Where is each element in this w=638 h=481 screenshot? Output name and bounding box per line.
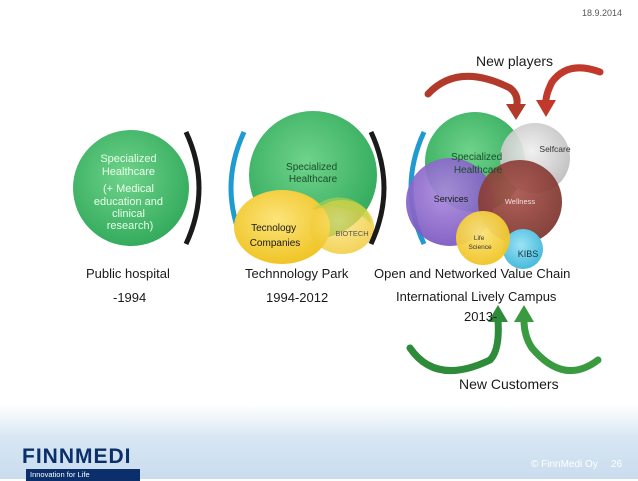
biotech-label: BIOTECH xyxy=(335,229,368,238)
bracket-right-2-dark xyxy=(368,130,387,246)
tech-line-2: Companies xyxy=(250,238,301,249)
circle-life-science xyxy=(456,211,510,265)
era3-label: Open and Networked Value Chain xyxy=(374,266,571,281)
circle1-line-5: clinical xyxy=(112,208,145,220)
slide-date: 18.9.2014 xyxy=(581,8,622,18)
life-line-2: Science xyxy=(468,244,492,251)
tech-line-1: Tecnology xyxy=(251,223,296,234)
arrow-new-players-left xyxy=(424,72,521,112)
arrow-head-new-players-right xyxy=(536,100,556,117)
circle-technology-companies xyxy=(234,190,330,264)
era3-period: 2013- xyxy=(464,309,498,324)
era1-period: -1994 xyxy=(113,290,147,305)
circle1-line-4: education and xyxy=(94,196,163,208)
era2-label: Technnology Park xyxy=(245,266,349,281)
wellness-label: Wellness xyxy=(505,197,536,206)
era2-period: 1994-2012 xyxy=(266,290,329,305)
circle-kibs xyxy=(503,229,543,269)
copyright: © FinnMedi Oy xyxy=(531,459,598,470)
circle1-line-1: Specialized xyxy=(100,153,156,165)
circle2-line-2: Healthcare xyxy=(289,174,338,185)
biotech-overlap xyxy=(312,197,371,224)
arrow-head-new-players-left xyxy=(506,104,526,120)
logo-tagline: Innovation for Life xyxy=(26,469,140,481)
bracket-right-1-dark xyxy=(183,130,202,246)
arrow-new-customers-right xyxy=(520,316,602,375)
life-science-text: Life Science xyxy=(468,235,492,251)
finnmedi-logo: FINNMEDI Innovation for Life xyxy=(22,445,140,481)
circle1-line-3: (+ Medical xyxy=(103,183,154,195)
arrow-new-customers-left xyxy=(406,316,502,375)
circle1-text: Specialized Healthcare (+ Medical educat… xyxy=(94,153,166,232)
page-number: 26 xyxy=(611,459,623,470)
era3-sub: International Lively Campus xyxy=(396,289,557,304)
arrow-head-new-customers-right xyxy=(514,305,534,322)
services-label: Services xyxy=(434,194,469,204)
circle1-line-2: Healthcare xyxy=(102,166,155,178)
circle-public-hospital xyxy=(73,130,189,246)
circle2-text: Specialized Healthcare xyxy=(286,162,340,185)
new-customers-label: New Customers xyxy=(459,376,559,392)
circle2-line-1: Specialized xyxy=(286,162,337,173)
circle3-text: Specialized Healthcare xyxy=(451,152,505,176)
arrow-head-new-customers-left xyxy=(488,305,508,322)
circle3-line-1: Specialized xyxy=(451,152,502,163)
footer-band xyxy=(0,405,638,479)
life-line-1: Life xyxy=(474,235,485,242)
new-players-label: New players xyxy=(476,53,554,69)
era1-label: Public hospital xyxy=(86,266,170,281)
circle1-line-6: research) xyxy=(107,220,153,232)
circle3-line-2: Healthcare xyxy=(454,165,503,176)
kibs-label: KIBS xyxy=(518,249,539,259)
arrow-new-players-right xyxy=(542,64,604,108)
tech-text: Tecnology Companies xyxy=(250,223,301,249)
logo-wordmark: FINNMEDI xyxy=(22,445,132,468)
selfcare-label: Selfcare xyxy=(539,144,570,154)
